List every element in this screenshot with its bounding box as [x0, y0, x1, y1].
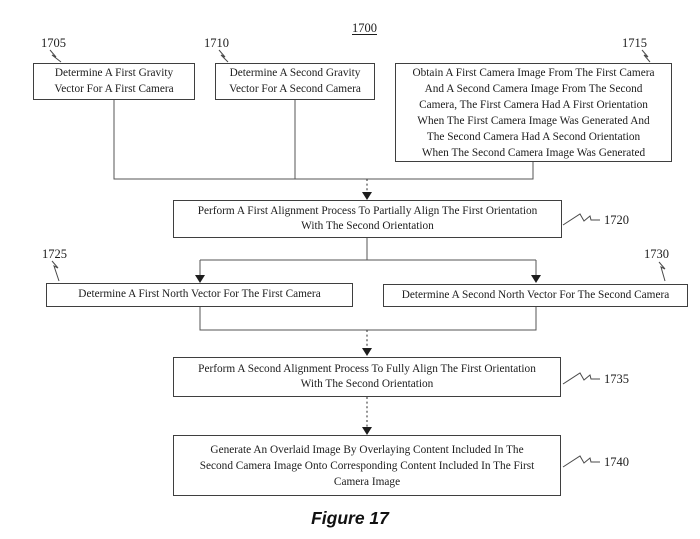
- step-text-line: When The First Camera Image Was Generate…: [417, 114, 650, 127]
- step-text-line: Determine A First North Vector For The F…: [78, 288, 321, 301]
- step-box-1735-second-alignment: Perform A Second Alignment Process To Fu…: [173, 357, 561, 397]
- step-box-1725-first-north-vector: Determine A First North Vector For The F…: [46, 283, 353, 307]
- step-text-line: With The Second Orientation: [300, 378, 434, 390]
- step-text-line: When The Second Camera Image Was Generat…: [421, 146, 646, 159]
- step-text-line: Second Camera Image Onto Corresponding C…: [199, 459, 535, 472]
- leader-1730: [658, 261, 666, 282]
- ref-label-1720: 1720: [604, 213, 629, 227]
- connector-to-1740: [362, 397, 372, 435]
- ref-label-1735: 1735: [604, 372, 629, 386]
- figure-caption: Figure 17: [311, 508, 389, 528]
- leader-1715: [641, 49, 651, 63]
- step-box-1720-first-alignment: Perform A First Alignment Process To Par…: [173, 200, 562, 238]
- ref-label-1725: 1725: [42, 247, 67, 261]
- step-text-line: Camera, The First Camera Had A First Ori…: [419, 98, 648, 111]
- leader-1735: [562, 372, 600, 385]
- ref-label-1715: 1715: [622, 36, 647, 50]
- figure-ref-label: 1700: [352, 21, 377, 35]
- leader-1740: [562, 455, 600, 468]
- connector-merge: [199, 307, 537, 356]
- step-text-line: Perform A First Alignment Process To Par…: [197, 204, 538, 217]
- arrowhead-into-1740: [362, 427, 372, 435]
- step-box-1705-first-gravity-vector: Determine A First Gravity Vector For A F…: [33, 63, 195, 100]
- step-text-line: Determine A Second North Vector For The …: [401, 288, 670, 301]
- leader-1720: [562, 213, 600, 226]
- arrowhead-into-1735: [362, 348, 372, 356]
- step-text-line: With The Second Orientation: [301, 220, 434, 232]
- step-box-1740-generate-overlaid-image: Generate An Overlaid Image By Overlaying…: [173, 435, 561, 496]
- step-text-line: Vector For A Second Camera: [229, 82, 361, 95]
- leader-1725: [51, 260, 60, 282]
- step-box-1715-obtain-camera-images: Obtain A First Camera Image From The Fir…: [395, 63, 672, 162]
- ref-label-1710: 1710: [204, 36, 229, 50]
- connector-split: [195, 238, 541, 283]
- ref-label-1705: 1705: [41, 36, 66, 50]
- step-box-1710-second-gravity-vector: Determine A Second Gravity Vector For A …: [215, 63, 375, 100]
- arrowhead-into-1730: [531, 275, 541, 283]
- step-text-line: Determine A Second Gravity: [229, 67, 361, 79]
- step-text-line: And A Second Camera Image From The Secon…: [424, 82, 643, 95]
- step-text-line: Perform A Second Alignment Process To Fu…: [198, 362, 536, 375]
- step-text-line: Obtain A First Camera Image From The Fir…: [412, 66, 655, 79]
- step-text-line: Generate An Overlaid Image By Overlaying…: [210, 443, 524, 456]
- leader-1710: [218, 49, 229, 63]
- leader-1705: [49, 49, 62, 63]
- arrowhead-into-1720: [362, 192, 372, 200]
- step-text-line: Determine A First Gravity: [54, 67, 174, 79]
- step-text-line: The Second Camera Had A Second Orientati…: [426, 130, 641, 143]
- step-text-line: Camera Image: [333, 475, 401, 488]
- ref-label-1740: 1740: [604, 455, 629, 469]
- arrowhead-into-1725: [195, 275, 205, 283]
- step-text-line: Vector For A First Camera: [54, 82, 174, 95]
- step-box-1730-second-north-vector: Determine A Second North Vector For The …: [383, 284, 688, 307]
- ref-label-1730: 1730: [644, 247, 669, 261]
